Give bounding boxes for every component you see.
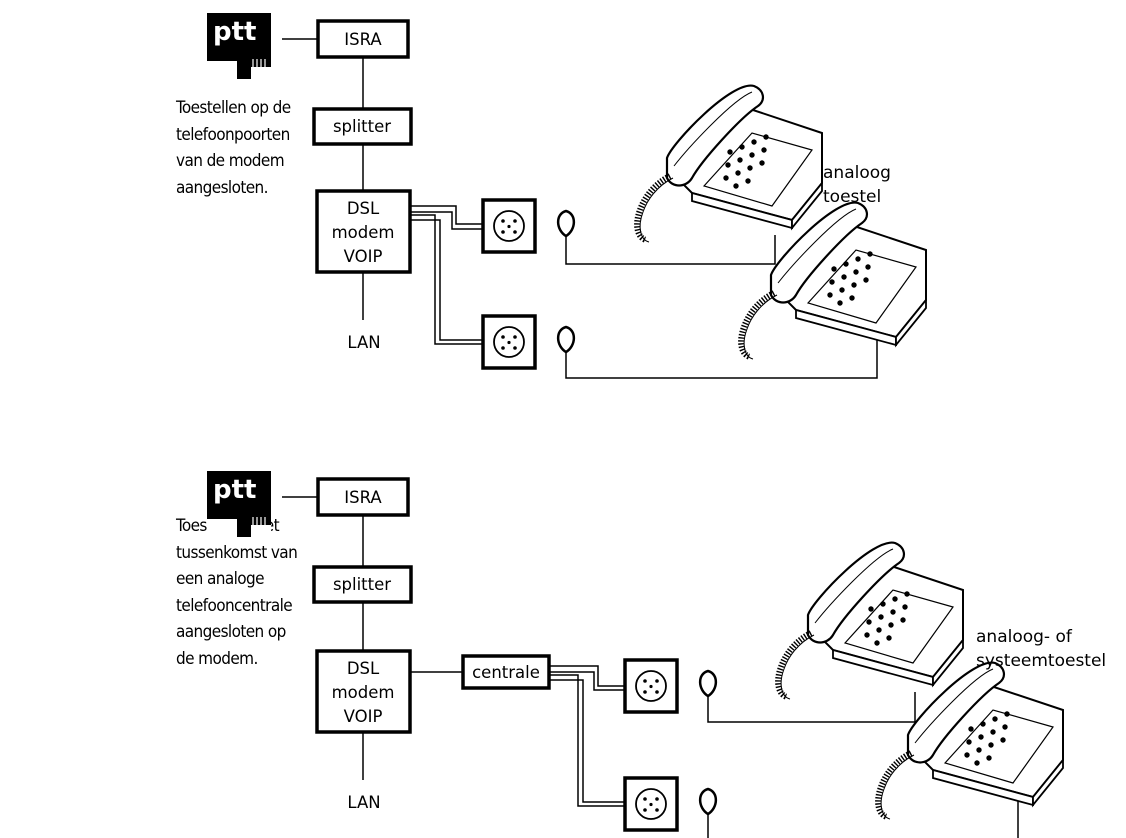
- plug-icon: [698, 669, 718, 698]
- splitter-box: [312, 565, 413, 604]
- caption-line: de modem.: [176, 648, 258, 669]
- centrale-label: centrale: [472, 663, 540, 682]
- caption-line: van de modem: [176, 151, 285, 171]
- modem-label: modem: [332, 223, 395, 242]
- wall-socket-icon: [481, 314, 537, 370]
- modem-label: VOIP: [344, 247, 383, 266]
- modem-label: modem: [332, 683, 395, 702]
- modem-label: VOIP: [344, 707, 383, 726]
- phone-label: analoog- of: [976, 627, 1073, 647]
- caption-top: Toestellen op de telefoonpoorten van de …: [176, 95, 291, 201]
- splitter-box: [312, 107, 413, 146]
- lan-label: LAN: [347, 333, 380, 352]
- telephone-icon: [778, 543, 963, 699]
- modem-box: [315, 189, 412, 274]
- caption-bottom: Toestellen met tussenkomst van een analo…: [176, 513, 298, 672]
- splitter-label: splitter: [333, 117, 391, 136]
- ptt-logo-text: ptt: [213, 17, 256, 47]
- telephone-icon: [878, 663, 1063, 819]
- caption-line: Toestellen op de: [176, 98, 291, 118]
- modem-label: DSL: [347, 199, 380, 218]
- plug-icon: [556, 325, 576, 354]
- caption-line: telefoonpoorten: [176, 124, 290, 145]
- isra-label: ISRA: [344, 488, 382, 507]
- wall-socket-icon: [623, 658, 679, 714]
- telephone-icon: [637, 86, 822, 242]
- plug-icon: [698, 787, 718, 816]
- splitter-label: splitter: [333, 575, 391, 594]
- phone-label: toestel: [823, 187, 881, 207]
- phone-label: systeemtoestel: [976, 651, 1106, 671]
- telephone-icon: [741, 203, 926, 359]
- caption-line: tussenkomst van: [176, 542, 298, 563]
- diagram-bottom: ptt ISRA splitter DSL modem VOIP LAN cen…: [206, 470, 1106, 838]
- caption-line: telefooncentrale: [176, 595, 293, 616]
- caption-line: een analoge: [176, 569, 265, 589]
- centrale-box: [461, 654, 551, 690]
- modem-label: DSL: [347, 659, 380, 678]
- caption-line: aangesloten.: [176, 177, 269, 198]
- phone-label: analoog: [823, 163, 891, 183]
- diagram-top: ptt ISRA splitter DSL modem VOIP LAN ana…: [206, 12, 926, 379]
- wall-socket-icon: [623, 776, 679, 832]
- wall-socket-icon: [481, 198, 537, 254]
- ptt-logo-text: ptt: [213, 475, 256, 505]
- isra-label: ISRA: [344, 30, 382, 49]
- lan-label: LAN: [347, 793, 380, 812]
- plug-icon: [556, 209, 576, 238]
- caption-line: aangesloten op: [176, 622, 286, 642]
